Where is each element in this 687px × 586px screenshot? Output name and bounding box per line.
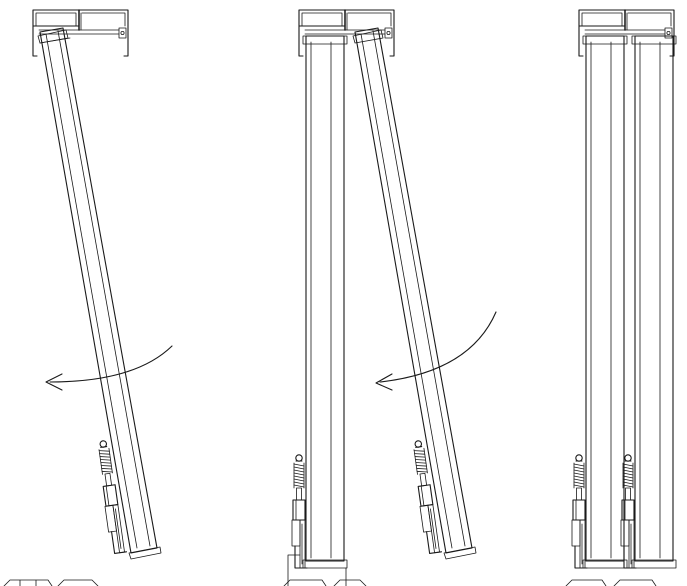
spring-latch-icon — [571, 454, 588, 569]
floor-track — [284, 580, 366, 586]
vertical-panel — [583, 36, 627, 568]
stage-3 — [566, 9, 676, 586]
tilting-panel — [38, 28, 161, 559]
floor-track — [4, 580, 98, 586]
spring-latch-icon — [620, 454, 637, 569]
vertical-panel — [632, 36, 676, 568]
spring-latch-icon — [410, 439, 443, 555]
floor-track — [566, 580, 656, 586]
tilting-panel — [353, 28, 476, 559]
ceiling-track-icon — [32, 9, 129, 57]
vertical-panel — [288, 36, 347, 586]
rotation-arrow-icon — [46, 346, 172, 390]
spring-latch-icon — [95, 439, 128, 555]
spring-latch-icon — [291, 454, 308, 569]
stage-2 — [284, 9, 496, 586]
rotation-arrow-icon — [376, 312, 496, 390]
stage-1 — [4, 9, 172, 586]
ceiling-track-icon — [298, 9, 395, 57]
